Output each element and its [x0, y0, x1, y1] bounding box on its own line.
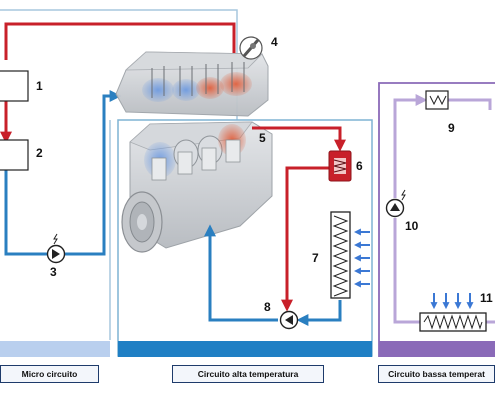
- low-temp-pipes: [393, 94, 495, 324]
- label-component-4: 4: [271, 35, 278, 49]
- sensor-valve-icon: [239, 36, 263, 60]
- pump-icon-8: [279, 310, 299, 330]
- cylinder-head: [115, 51, 269, 117]
- label-component-10: 10: [405, 219, 419, 233]
- caption-low-temp-circuit: Circuito bassa temperat: [378, 365, 495, 383]
- radiator-icon: [330, 211, 351, 299]
- engine-block: [121, 121, 273, 253]
- label-component-9: 9: [448, 121, 455, 135]
- caption-micro-circuit: Micro circuito: [0, 365, 99, 383]
- intercooler-icon: [425, 90, 449, 110]
- thermostat-icon: [328, 150, 352, 182]
- label-component-2: 2: [36, 146, 43, 160]
- label-component-5: 5: [259, 131, 266, 145]
- label-component-7: 7: [312, 251, 319, 265]
- caption-high-temp-circuit: Circuito alta temperatura: [172, 365, 324, 383]
- micro-circuit-pipes: [0, 22, 240, 256]
- high-temp-frame: [117, 119, 373, 357]
- label-component-11: 11: [480, 291, 493, 305]
- label-component-8: 8: [264, 300, 271, 314]
- low-temp-radiator-icon: [419, 312, 487, 332]
- label-component-3: 3: [50, 265, 57, 279]
- pump-icon-10: [385, 189, 406, 218]
- low-temp-frame: [378, 82, 495, 357]
- radiator-airflow-arrows: [353, 228, 370, 288]
- label-component-6: 6: [356, 159, 363, 173]
- low-temp-airflow-arrows: [430, 293, 474, 310]
- pump-icon-3: [46, 233, 66, 264]
- label-component-1: 1: [36, 79, 43, 93]
- high-temp-pipes: [204, 126, 346, 326]
